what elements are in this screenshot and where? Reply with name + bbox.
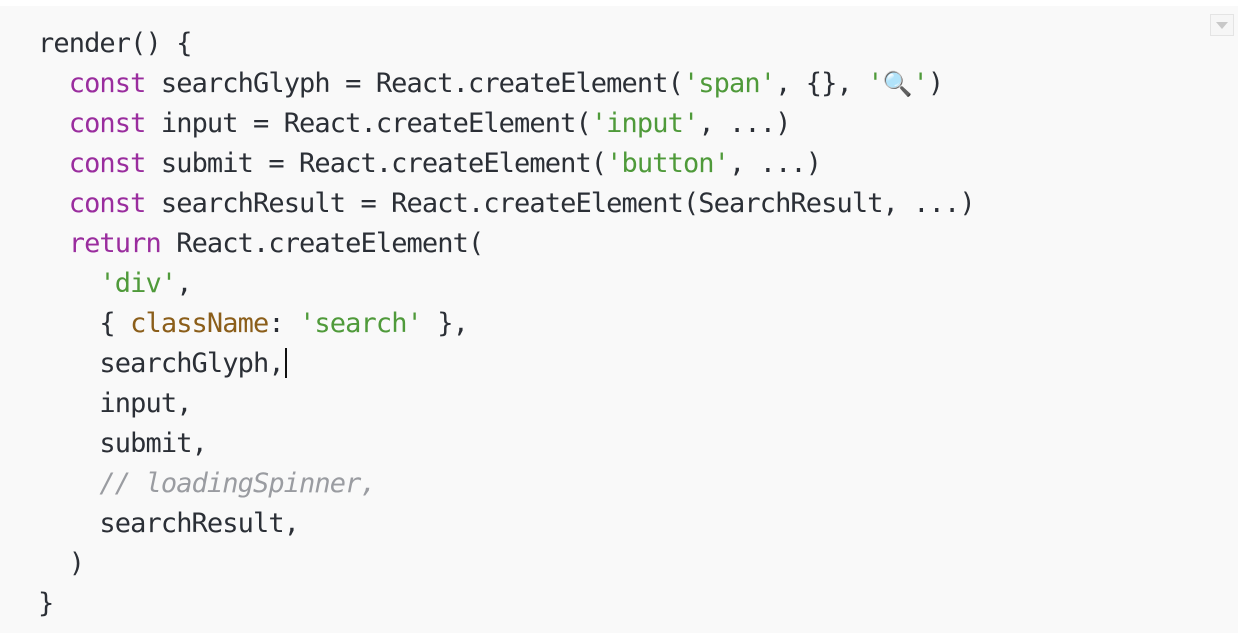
keyword: const (68, 188, 147, 219)
code-block[interactable]: render() { const searchGlyph = React.cre… (38, 24, 976, 624)
collapse-button[interactable] (1210, 14, 1234, 36)
code-line-3: const input = React.createElement('input… (68, 108, 792, 139)
code-line-14: ) (68, 548, 85, 579)
keyword: const (68, 108, 147, 139)
code-line-8: { className: 'search' }, (99, 308, 468, 339)
code-line-4: const submit = React.createElement('butt… (68, 148, 822, 179)
code-line-7: 'div', (99, 268, 192, 299)
code-line-11: submit, (99, 428, 207, 459)
code-line-15: } (38, 588, 54, 619)
code-line-2: const searchGlyph = React.createElement(… (38, 64, 975, 104)
code-line-12: // loadingSpinner, (38, 464, 975, 504)
code-line-5: const searchResult = React.createElement… (68, 188, 976, 219)
keyword: return (68, 228, 162, 259)
comment: // loadingSpinner, (99, 468, 376, 499)
code-line-6: return React.createElement( (68, 228, 485, 259)
text-cursor (284, 348, 287, 378)
code-line-1: render() { (38, 28, 192, 59)
code-line-10: input, (99, 388, 192, 419)
code-editor[interactable]: render() { const searchGlyph = React.cre… (0, 6, 1238, 633)
code-line-9: searchGlyph, (38, 344, 975, 384)
code-line-13: searchResult, (99, 508, 300, 539)
keyword: const (68, 148, 147, 179)
keyword: const (68, 68, 147, 99)
chevron-down-icon (1216, 21, 1228, 29)
magnifier-icon: 🔍 (882, 70, 913, 98)
